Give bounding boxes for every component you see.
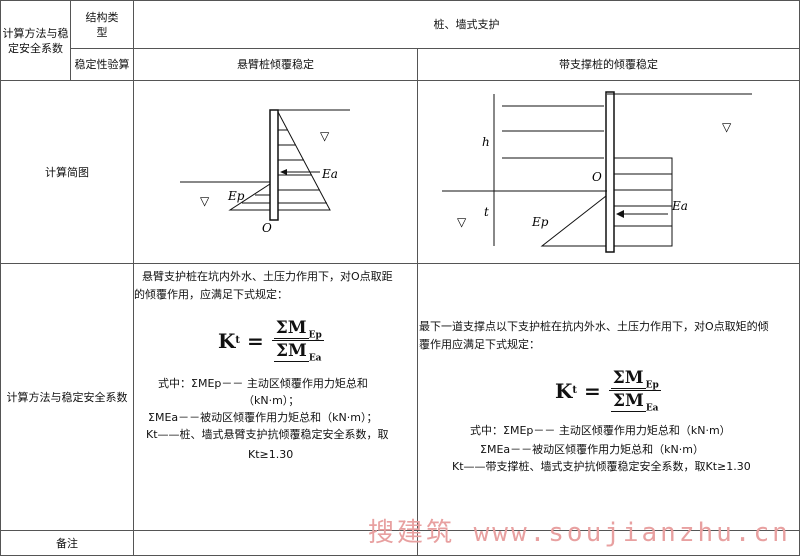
cantilever-pile-diagram: Ea Ep O ▽ ▽	[180, 109, 350, 235]
formula-den-sub: Ea	[308, 353, 322, 364]
header-text: 桩、墙式支护	[433, 18, 500, 31]
row-label-diagram: 计算简图	[0, 80, 134, 264]
formula-numerator: ΣM	[273, 318, 309, 339]
header-text: 悬臂桩倾覆稳定	[237, 58, 314, 71]
header-braced: 带支撑桩的倾覆稳定	[417, 48, 800, 81]
left-line-1: 式中：ΣMEp－－ 主动区倾覆作用力矩总和	[158, 377, 368, 390]
row-label-remarks: 备注	[0, 530, 134, 556]
header-span: 桩、墙式支护	[133, 0, 800, 49]
right-line-3: Kt——带支撑桩、墙式支护抗倾覆稳定安全系数，取Kt≥1.30	[452, 460, 751, 473]
watermark: 搜建筑 www.soujianzhu.cn	[368, 518, 791, 548]
water-level-icon: ▽	[722, 120, 732, 134]
header-text: 结构类型	[85, 10, 119, 39]
left-line-5: Kt≥1.30	[248, 448, 294, 461]
row-label: 计算简图	[45, 165, 89, 179]
braced-pile-diagram: Ea Ep O h t ▽ ▽	[442, 91, 752, 253]
formula-den-sub: Ea	[645, 403, 659, 414]
label-t: t	[484, 205, 489, 219]
label-o: O	[592, 170, 602, 184]
formula-num-sub: Ep	[645, 380, 659, 391]
formula-k: K	[218, 328, 236, 353]
water-level-icon: ▽	[320, 129, 330, 143]
label-o: O	[262, 221, 272, 235]
header-method: 计算方法与稳定安全系数	[0, 0, 71, 81]
formula-num-sub: Ep	[308, 330, 322, 341]
left-line-2: （kN·m）；	[243, 394, 300, 407]
formula-denominator: ΣM	[610, 391, 646, 413]
right-intro-2: 覆作用应满足下式规定：	[419, 338, 540, 351]
left-intro-2: 的倾覆作用，应满足下式规定：	[134, 288, 288, 301]
label-ep: Ep	[227, 189, 245, 203]
row-label: 计算方法与稳定安全系数	[6, 390, 128, 404]
header-text: 计算方法与稳定安全系数	[2, 26, 69, 55]
row-label: 备注	[56, 536, 78, 550]
header-text: 稳定性验算	[74, 58, 130, 71]
formula-denominator: ΣM	[273, 341, 309, 363]
right-line-1: 式中：ΣMEp－－ 主动区倾覆作用力矩总和（kN·m）	[470, 424, 731, 437]
right-intro-1: 最下一道支撑点以下支护桩在抗内外水、土压力作用下，对O点取矩的倾	[419, 320, 769, 333]
header-stability-check: 稳定性验算	[70, 48, 134, 81]
label-ea: Ea	[671, 199, 688, 213]
left-line-4: Kt——桩、墙式悬臂支护抗倾覆稳定安全系数，取	[146, 428, 389, 441]
header-structure-type: 结构类型	[70, 0, 134, 49]
row-label-method: 计算方法与稳定安全系数	[0, 263, 134, 531]
formula-numerator: ΣM	[610, 368, 646, 389]
formula-k-sub: t	[572, 385, 578, 397]
label-ea: Ea	[321, 167, 338, 181]
water-level-icon: ▽	[457, 215, 467, 229]
left-line-3: ΣMEa－－被动区倾覆作用力矩总和（kN·m）；	[148, 411, 378, 424]
label-ep: Ep	[531, 215, 549, 229]
left-intro-1: 悬臂支护桩在坑内外水、土压力作用下，对O点取距	[142, 270, 393, 283]
label-h: h	[482, 135, 490, 149]
header-cantilever: 悬臂桩倾覆稳定	[133, 48, 418, 81]
formula-k: K	[555, 378, 573, 403]
formula-k-sub: t	[235, 335, 241, 347]
header-text: 带支撑桩的倾覆稳定	[559, 58, 658, 71]
water-level-icon: ▽	[200, 194, 210, 208]
right-line-2: ΣMEa－－被动区倾覆作用力矩总和（kN·m）	[480, 443, 704, 456]
